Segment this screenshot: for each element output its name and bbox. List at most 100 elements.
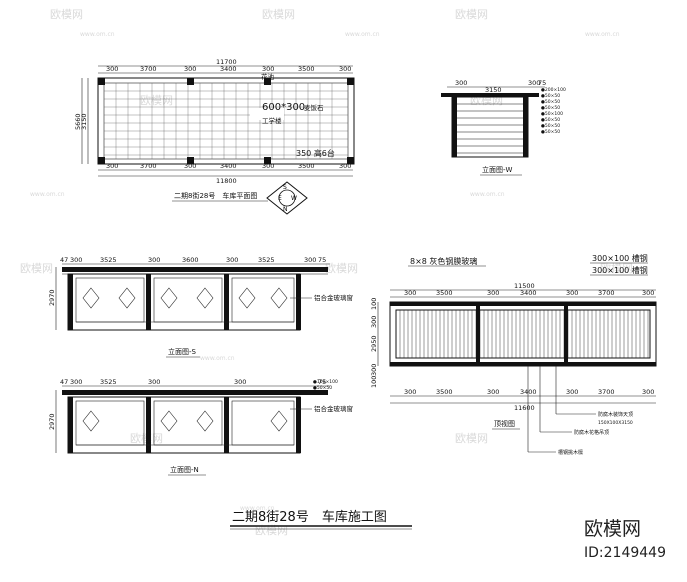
plan-view: 11700 300 3700 300 3400 300 3500 300 <box>74 58 355 202</box>
top-view-label-steel1: 300×100 槽钢 <box>592 253 648 263</box>
elev-s-caption: 立面图-S <box>168 347 197 356</box>
top-view-dim-left: 100 <box>370 298 378 310</box>
elevation-s: 47 300 3525 300 3600 300 3525 300 75 <box>48 256 353 358</box>
top-view-hatch <box>399 310 649 358</box>
watermark-text: 欧模网 <box>600 262 633 275</box>
top-view-dim: 300 <box>487 289 499 297</box>
plan-dim-total-top: 11700 <box>216 58 237 66</box>
compass-s: S <box>283 184 287 191</box>
top-view-dim: 300 <box>487 388 499 396</box>
plan-dim-left: 3150 <box>80 113 88 130</box>
watermark-url: www.om.cn <box>345 31 380 38</box>
top-view-dim-left: 300 <box>370 316 378 328</box>
svg-text:●50×100: ●50×100 <box>541 111 563 117</box>
plan-dims-bottom: 300 3700 300 3400 300 3500 300 11800 <box>98 162 353 185</box>
top-view-caption: 顶视图 <box>494 419 515 428</box>
elev-n-dim: 300 <box>234 378 246 386</box>
elev-n-window-frames <box>75 400 295 446</box>
elev-s-dim-left: 2970 <box>48 289 56 306</box>
plan-dim: 300 <box>339 162 351 170</box>
elev-n-dim: 75 <box>318 378 326 386</box>
elev-w-notes: ●200×100 ●50×50 ●50×50 ●50×50 ●50×100 ●5… <box>541 87 566 135</box>
svg-text:●50×50: ●50×50 <box>541 99 560 105</box>
top-view-dim: 300 <box>404 289 416 297</box>
top-view-dim: 300 <box>642 289 654 297</box>
top-view-beams <box>390 302 656 366</box>
elev-s-roof <box>62 267 328 272</box>
top-view-dim: 3400 <box>520 289 537 297</box>
elev-n-dim: 47 <box>60 378 68 386</box>
elev-w-dim: 300 <box>528 79 540 87</box>
plan-dim-left: 5660 <box>74 113 82 130</box>
top-view-dim-total-bottom: 11600 <box>514 404 535 412</box>
elev-w-post <box>523 97 528 157</box>
watermark-url: www.om.cn <box>240 505 275 512</box>
plan-dim: 300 <box>106 65 118 73</box>
top-view-dim-left: 100 <box>370 376 378 388</box>
elev-n-caption: 立面图-N <box>170 465 199 474</box>
elev-n-roof <box>62 390 328 395</box>
plan-dims-left: 5660 3150 <box>74 78 89 164</box>
plan-label-tile: 600*300 <box>262 102 305 113</box>
compass-icon: S E W N <box>266 181 308 215</box>
watermark-text: 欧模网 <box>455 432 488 445</box>
elev-s-dim: 3600 <box>182 256 199 264</box>
plan-dim: 3700 <box>140 162 157 170</box>
top-view-note: 150X100X3150 <box>598 420 633 426</box>
watermark-text: 欧模网 <box>262 8 295 21</box>
elev-s-dim: 300 <box>304 256 316 264</box>
watermark-url: www.om.cn <box>80 31 115 38</box>
watermark-text: 欧模网 <box>325 262 358 275</box>
elev-s-dim: 300 <box>70 256 82 264</box>
top-view-dim: 3500 <box>436 388 453 396</box>
watermark-text: 欧模网 <box>140 94 173 107</box>
watermark-url: www.om.cn <box>200 355 235 362</box>
plan-dim: 300 <box>106 162 118 170</box>
plan-dim: 3400 <box>220 162 237 170</box>
elev-s-dim: 3525 <box>258 256 275 264</box>
plan-outline <box>97 77 355 165</box>
top-view-dim: 3700 <box>598 388 615 396</box>
top-view-dim: 3700 <box>598 289 615 297</box>
top-view-dim-total-top: 11500 <box>514 282 535 290</box>
svg-text:●50×50: ●50×50 <box>541 129 560 135</box>
elevation-w: 300 3150 300 75 ●200×100 ●50×50 ●50×50 ●… <box>441 79 566 176</box>
watermark-text: 欧模网 <box>455 8 488 21</box>
main-title: 二期8街28号 车库施工图 <box>232 509 387 525</box>
top-view-note: 防腐木花格吊顶 <box>574 429 609 436</box>
elev-s-dim: 300 <box>226 256 238 264</box>
elev-w-post <box>452 97 457 157</box>
plan-caption: 二期8街28号 车库平面图 <box>174 191 257 200</box>
plan-label-floor: 工学楼 <box>262 116 282 125</box>
elevation-n: 47 300 3525 300 300 75 ●100×100 ●50×50 铝… <box>48 378 353 476</box>
elev-n-body <box>67 396 301 454</box>
top-view-label-glass: 8×8 灰色钢膜玻璃 <box>410 256 477 266</box>
svg-text:●50×50: ●50×50 <box>541 123 560 129</box>
elev-n-columns <box>68 397 301 453</box>
watermark-url: www.om.cn <box>470 191 505 198</box>
elev-w-dim: 75 <box>538 79 546 87</box>
brand-logo: 欧模网 <box>584 518 641 540</box>
svg-text:●50×50: ●50×50 <box>541 105 560 111</box>
plan-tile-grid <box>104 83 348 159</box>
watermark-url: www.om.cn <box>585 31 620 38</box>
top-view-note: 槽钢挑木檩 <box>558 449 583 456</box>
plan-dim-total-bottom: 11800 <box>216 177 237 185</box>
watermark-text: 欧模网 <box>255 524 288 537</box>
plan-dim: 300 <box>184 162 196 170</box>
svg-text:●50×50: ●50×50 <box>541 117 560 123</box>
compass-n: N <box>283 206 288 213</box>
plan-dim: 3700 <box>140 65 157 73</box>
top-view-dim: 3500 <box>436 289 453 297</box>
svg-text:●50×50: ●50×50 <box>541 93 560 99</box>
elev-w-roof <box>441 93 539 97</box>
elev-s-window-frames <box>75 277 295 323</box>
plan-label-bottom: 350 高6台 <box>296 148 335 158</box>
top-view-dim-left: 2950 <box>370 335 378 352</box>
elev-n-note-small: ●100×100 <box>313 379 338 385</box>
watermark-text: 欧模网 <box>50 8 83 21</box>
top-view-dim: 300 <box>566 289 578 297</box>
plan-dim: 300 <box>184 65 196 73</box>
elev-n-dim: 300 <box>70 378 82 386</box>
